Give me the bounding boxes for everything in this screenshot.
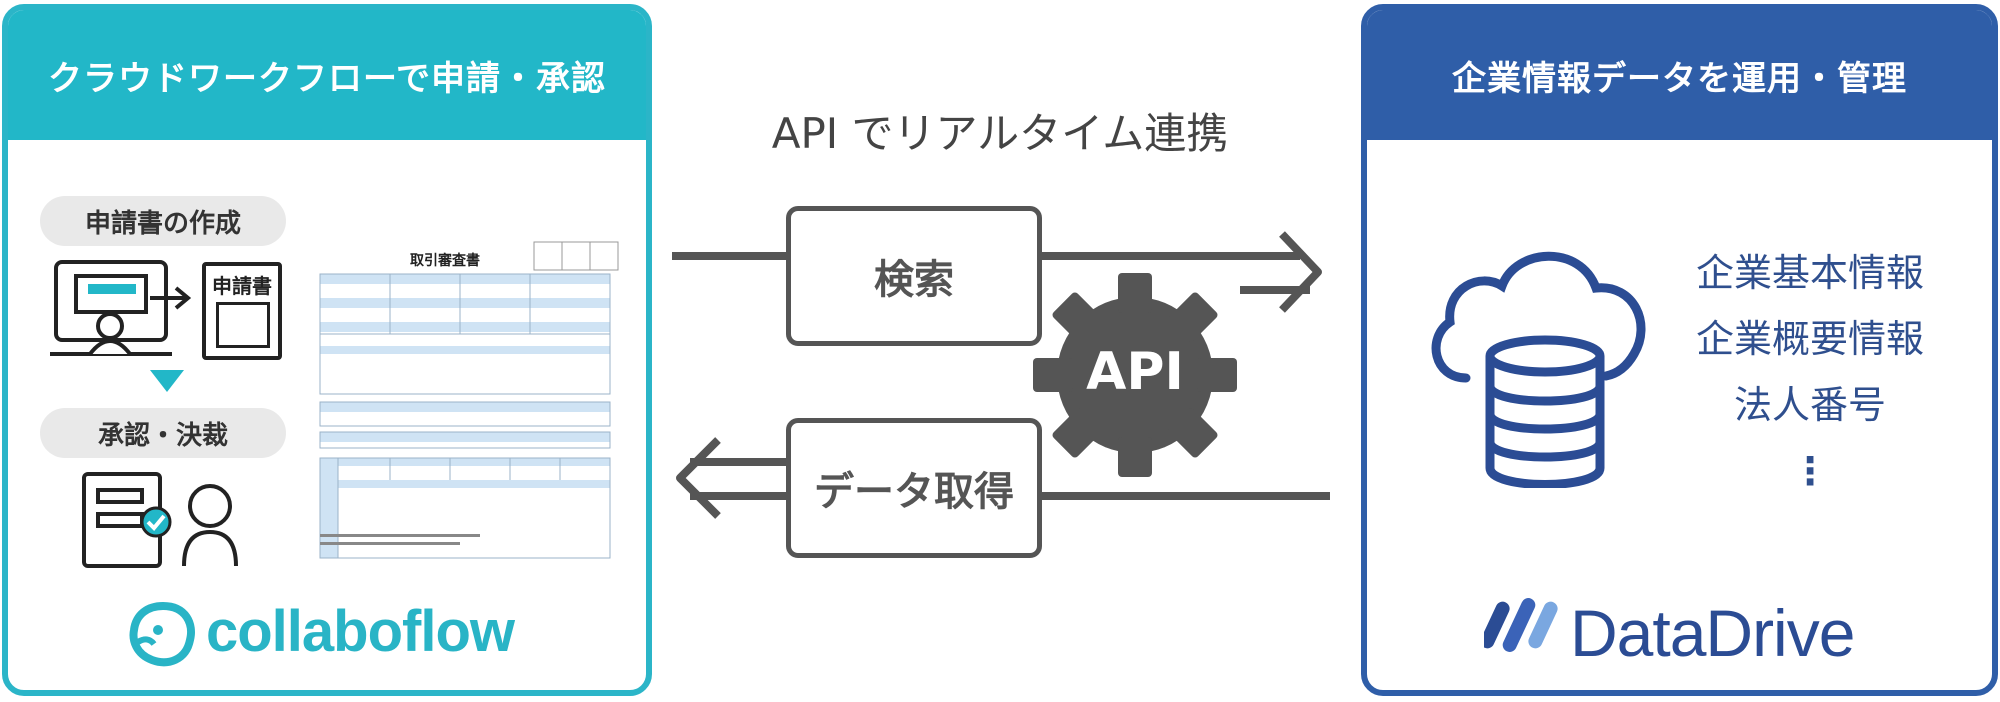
form-title: 取引審査書 <box>410 253 480 269</box>
approval-document-person-icon <box>82 472 238 568</box>
info-item-corporate-number: 法人番号 <box>1733 383 1886 427</box>
info-item-company-basic: 企業基本情報 <box>1695 251 1924 295</box>
collaboflow-logo-icon <box>129 601 195 667</box>
data-fetch-box: データ取得 <box>786 418 1042 558</box>
step-create-application: 申請書の作成 <box>40 196 286 246</box>
search-box: 検索 <box>786 206 1042 346</box>
datadrive-logo-text: DataDrive <box>1570 596 1855 670</box>
company-data-panel-title: 企業情報データを運用・管理 <box>1367 10 1992 140</box>
api-integration-title: API でリアルタイム連携 <box>771 109 1229 158</box>
collaboflow-logo-text: collaboflow <box>206 599 515 664</box>
info-item-company-overview: 企業概要情報 <box>1695 317 1924 361</box>
api-gear-icon <box>1033 273 1237 477</box>
application-document-label: 申請書 <box>212 274 272 298</box>
info-item-more: ⋮ <box>1791 449 1829 493</box>
workflow-panel-title: クラウドワークフローで申請・承認 <box>8 10 646 140</box>
down-arrow-icon <box>150 370 184 392</box>
transaction-review-form: 取引審査書 <box>310 222 620 565</box>
datadrive-logo-icon <box>1484 598 1558 652</box>
company-info-list: 企業基本情報 企業概要情報 法人番号 ⋮ <box>1650 240 1970 504</box>
cloud-database-icon <box>1431 251 1646 488</box>
create-form-monitor-icon <box>50 260 192 356</box>
company-data-panel: 企業情報データを運用・管理 <box>1361 4 1998 696</box>
application-document-icon: 申請書 <box>202 262 282 360</box>
api-gear-label: API <box>1086 342 1184 402</box>
step-approve-decide: 承認・決裁 <box>40 408 286 458</box>
